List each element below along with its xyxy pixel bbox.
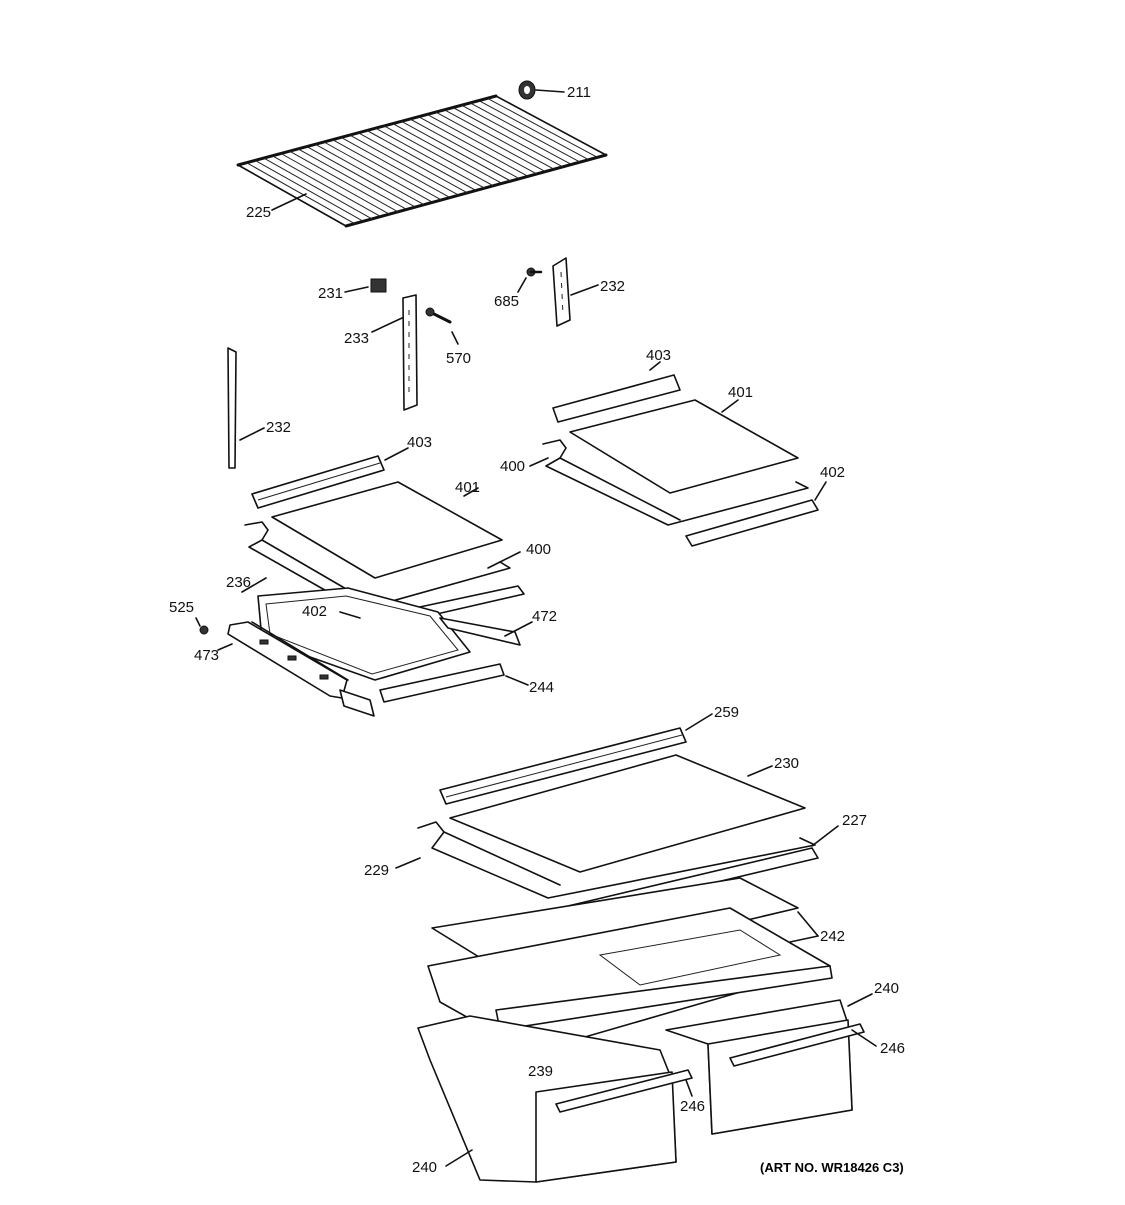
label-401-left: 401 [455,479,480,496]
label-473: 473 [194,647,219,664]
label-246-left: 246 [680,1098,705,1115]
label-232-left: 232 [266,419,291,436]
label-232-right: 232 [600,278,625,295]
part-242-crisper-cover [427,877,833,1065]
leader-211 [535,89,565,93]
shelf-wire [297,148,407,210]
shelf-wire [478,100,589,161]
shelf-wire [340,136,451,199]
left-shelf-assembly [195,447,533,717]
shelf-wire [246,162,355,225]
label-242: 242 [820,928,845,945]
shelf-wire [366,130,477,191]
part-685-screw [526,267,543,277]
label-240-left: 240 [412,1159,437,1176]
label-400-right: 400 [500,458,525,475]
part-211-shelf-bumper [518,80,536,100]
part-231-clip [370,278,387,293]
label-227: 227 [842,812,867,829]
right-shelf-assembly [529,361,827,547]
shelf-wire [461,104,572,165]
part-232-rail-right [552,257,571,327]
label-225: 225 [246,204,271,221]
part-233-rail [402,294,418,411]
shelf-wire [358,132,468,194]
shelf-wire [444,109,555,170]
label-240-right: 240 [874,980,899,997]
shelf-wire [289,150,399,213]
label-400-left: 400 [526,541,551,558]
shelf-wire [401,120,511,182]
leader-225 [271,193,307,211]
shelf-wire [426,113,537,175]
part-570-screw [425,307,452,324]
shelf-wire [263,157,373,220]
shelf-wire [323,141,433,203]
shelf-wire [383,125,494,187]
shelf-wire [418,116,529,177]
label-244: 244 [529,679,554,696]
shelf-wire [349,134,459,196]
lower-shelf-assembly [395,713,839,917]
shelf-wire [280,153,390,215]
shelf-wire [409,118,520,180]
label-403-left: 403 [407,434,432,451]
label-259: 259 [714,704,739,721]
label-401-right: 401 [728,384,753,401]
label-570: 570 [446,350,471,367]
shelf-wire [254,159,364,222]
label-236: 236 [226,574,251,591]
label-211: 211 [567,84,591,101]
label-403-right: 403 [646,347,671,364]
shelf-wire [272,155,381,217]
shelf-wire [315,143,425,206]
label-472: 472 [532,608,557,625]
label-685: 685 [494,293,519,310]
shelf-wire [435,111,546,173]
label-246-right: 246 [880,1040,905,1057]
part-225-wire-shelf [236,94,608,228]
label-233: 233 [344,330,369,347]
shelf-wire [332,139,442,201]
shelf-wire [469,102,581,163]
label-402-left: 402 [302,603,327,620]
label-525: 525 [169,599,194,616]
label-402-right: 402 [820,464,845,481]
label-231: 231 [318,285,343,302]
art-number: (ART NO. WR18426 C3) [760,1160,904,1175]
part-232-rail-left [227,347,237,469]
shelf-wire [487,97,598,158]
label-230: 230 [774,755,799,772]
label-239: 239 [528,1063,553,1080]
shelf-wire [306,146,416,208]
shelf-wire [452,107,563,168]
shelf-wire [375,127,485,189]
shelf-wire [392,123,503,184]
label-229: 229 [364,862,389,879]
part-240-crisper-drawers [417,993,877,1183]
